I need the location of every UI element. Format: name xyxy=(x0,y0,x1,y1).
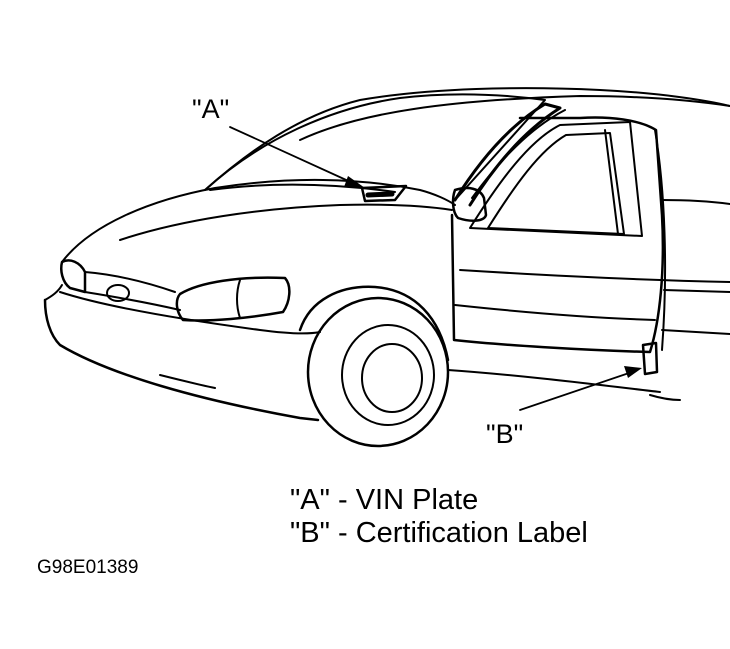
vin-plate-shading xyxy=(365,191,395,198)
headlight-right-inner xyxy=(236,279,241,319)
cowl-line xyxy=(209,183,396,193)
front-hub xyxy=(361,343,423,413)
door-inner-panel xyxy=(454,304,656,321)
headlight-left xyxy=(60,259,87,294)
legend: "A" - VIN Plate "B" - Certification Labe… xyxy=(290,484,588,550)
a-pillar-inner xyxy=(471,109,566,199)
windshield xyxy=(204,93,546,201)
roof-inner-line xyxy=(299,95,730,141)
leader-line-a xyxy=(229,126,356,185)
front-rim xyxy=(341,324,435,426)
arrowhead-a xyxy=(344,176,365,188)
hood-crease xyxy=(119,203,453,241)
vin-plate xyxy=(360,184,408,203)
leader-line-b xyxy=(519,371,633,411)
rear-body xyxy=(661,199,730,335)
fender-arch xyxy=(298,285,450,362)
callout-label-b: "B" xyxy=(486,419,524,449)
hood-outline xyxy=(61,178,456,263)
body-rocker xyxy=(447,369,661,393)
roof-outline xyxy=(204,87,730,191)
legend-item-certification-label: "B" - Certification Label xyxy=(290,517,588,549)
front-bumper xyxy=(43,298,320,422)
bumper-top xyxy=(59,291,321,335)
front-tire xyxy=(306,296,450,448)
figure-code: G98E01389 xyxy=(37,557,139,578)
side-mirror xyxy=(451,186,488,222)
bumper-edge xyxy=(44,284,63,301)
body-side-line xyxy=(459,269,730,283)
badge-emblem xyxy=(106,284,130,302)
door-window-frame xyxy=(469,121,643,237)
fog-light xyxy=(159,374,216,389)
door-window-glass xyxy=(487,132,625,235)
headlight-right xyxy=(175,276,291,322)
grille-lower xyxy=(84,291,181,311)
cert-label xyxy=(641,341,659,376)
door-window-divider xyxy=(604,129,619,235)
callout-label-a: "A" xyxy=(192,94,230,124)
rear-ground-line xyxy=(649,394,681,401)
grille-upper xyxy=(84,271,176,293)
arrowhead-b xyxy=(624,366,642,378)
door-edge xyxy=(654,129,667,351)
front-door-frame xyxy=(450,116,665,354)
legend-item-vin-plate: "A" - VIN Plate xyxy=(290,484,479,516)
